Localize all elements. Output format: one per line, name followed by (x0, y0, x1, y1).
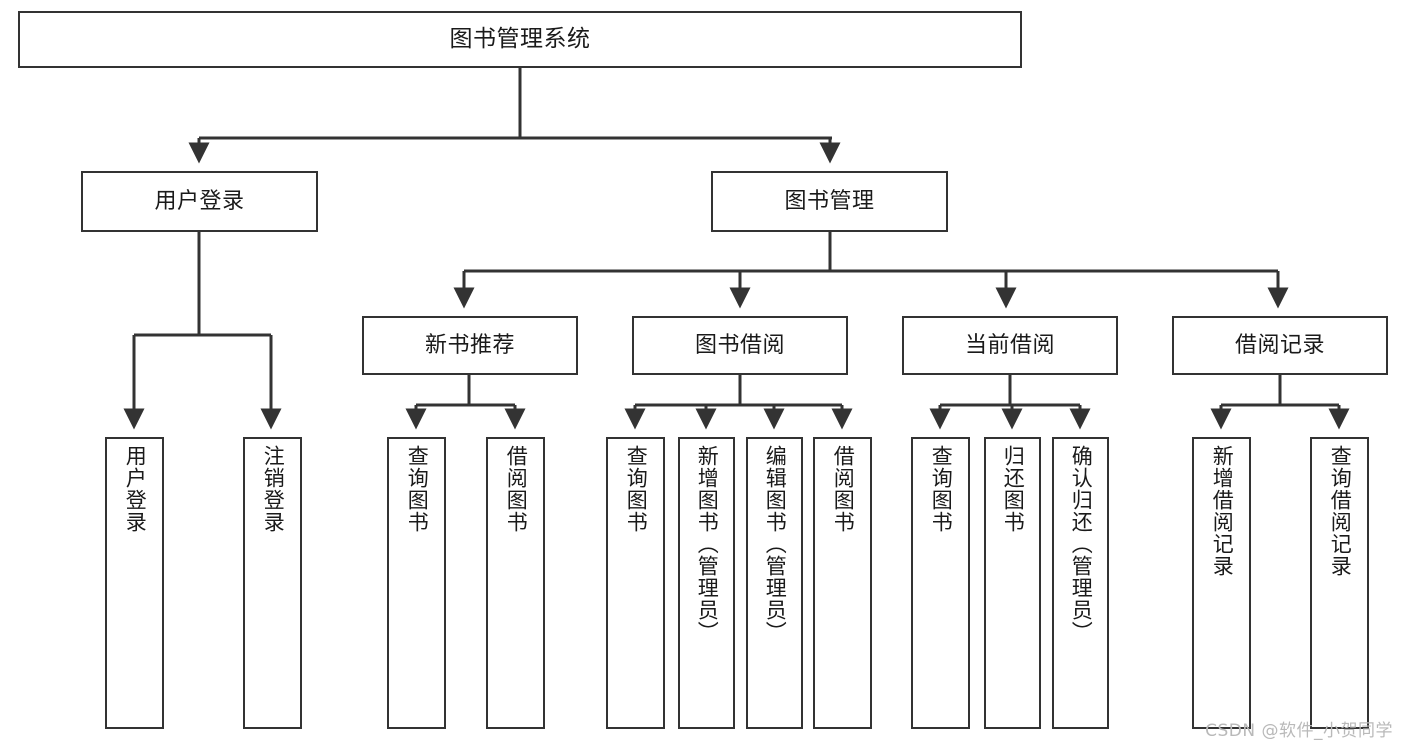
node-leaf-query-book-1-label: 查询图书 (405, 445, 430, 533)
node-leaf-user-login[interactable]: 用户登录 (105, 437, 164, 729)
node-leaf-query-book-2[interactable]: 查询图书 (606, 437, 665, 729)
node-book-borrow-label: 图书借阅 (694, 332, 785, 358)
watermark-text: CSDN @软件_小贺同学 (1205, 721, 1393, 741)
node-book-manage-label: 图书管理 (784, 188, 875, 214)
node-leaf-confirm-return-admin[interactable]: 确认归还（管理员） (1052, 437, 1109, 729)
node-leaf-add-book-admin-label: 新增图书（管理员） (695, 445, 720, 643)
node-leaf-query-book-3-label: 查询图书 (929, 445, 954, 533)
node-new-book-recommend-label: 新书推荐 (424, 332, 515, 358)
node-user-login[interactable]: 用户登录 (81, 171, 318, 232)
node-leaf-return-book-label: 归还图书 (1001, 445, 1026, 533)
node-leaf-add-book-admin[interactable]: 新增图书（管理员） (678, 437, 735, 729)
node-leaf-query-book-2-label: 查询图书 (624, 445, 649, 533)
node-leaf-logout-login[interactable]: 注销登录 (243, 437, 302, 729)
node-current-borrow-label: 当前借阅 (964, 332, 1055, 358)
node-leaf-add-borrow-record-label: 新增借阅记录 (1210, 445, 1235, 577)
node-leaf-return-book[interactable]: 归还图书 (984, 437, 1041, 729)
node-new-book-recommend[interactable]: 新书推荐 (362, 316, 578, 375)
node-leaf-borrow-book-1[interactable]: 借阅图书 (486, 437, 545, 729)
node-leaf-user-login-label: 用户登录 (123, 445, 148, 533)
node-leaf-edit-book-admin[interactable]: 编辑图书（管理员） (746, 437, 803, 729)
node-book-borrow[interactable]: 图书借阅 (632, 316, 848, 375)
node-book-manage[interactable]: 图书管理 (711, 171, 948, 232)
node-leaf-borrow-book-2[interactable]: 借阅图书 (813, 437, 872, 729)
node-borrow-record-label: 借阅记录 (1234, 332, 1325, 358)
node-leaf-logout-login-label: 注销登录 (261, 445, 286, 533)
node-current-borrow[interactable]: 当前借阅 (902, 316, 1118, 375)
node-user-login-label: 用户登录 (154, 188, 245, 214)
node-root-label: 图书管理系统 (449, 26, 591, 53)
node-leaf-borrow-book-2-label: 借阅图书 (831, 445, 856, 533)
node-leaf-borrow-book-1-label: 借阅图书 (504, 445, 529, 533)
node-root[interactable]: 图书管理系统 (18, 11, 1022, 68)
node-leaf-query-borrow-record-label: 查询借阅记录 (1328, 445, 1353, 577)
node-leaf-confirm-return-admin-label: 确认归还（管理员） (1069, 445, 1094, 643)
node-leaf-add-borrow-record[interactable]: 新增借阅记录 (1192, 437, 1251, 729)
node-leaf-edit-book-admin-label: 编辑图书（管理员） (763, 445, 788, 643)
node-borrow-record[interactable]: 借阅记录 (1172, 316, 1388, 375)
node-leaf-query-book-1[interactable]: 查询图书 (387, 437, 446, 729)
node-leaf-query-borrow-record[interactable]: 查询借阅记录 (1310, 437, 1369, 729)
node-leaf-query-book-3[interactable]: 查询图书 (911, 437, 970, 729)
